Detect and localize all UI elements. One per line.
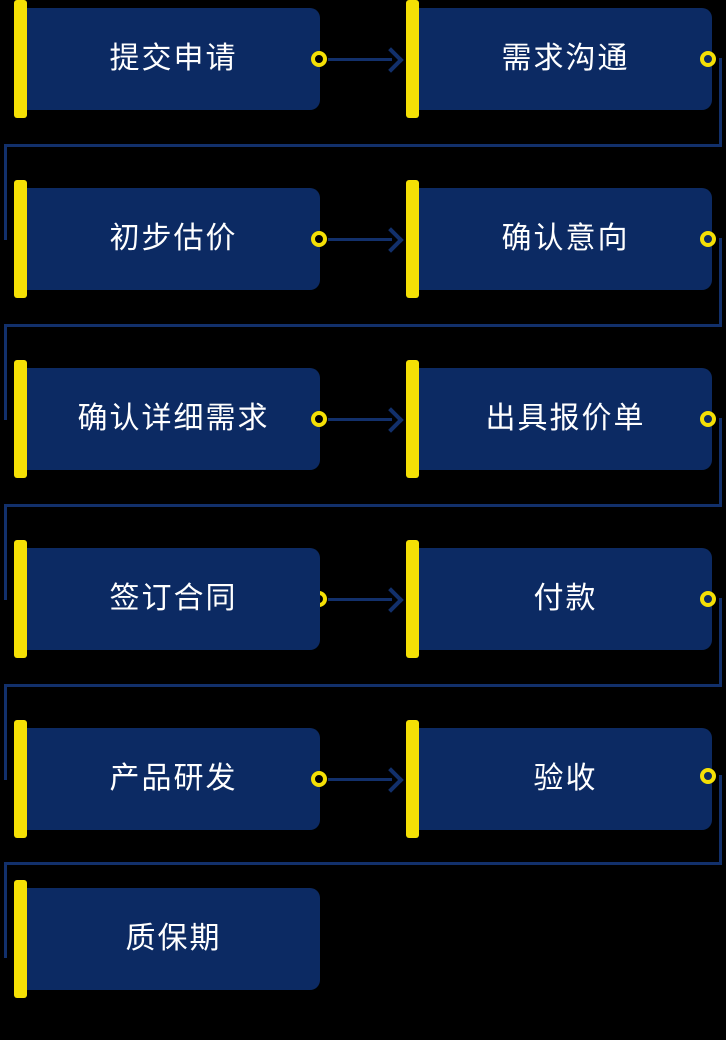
accent-bar-icon: [406, 720, 419, 838]
connector-ring-icon: [700, 591, 716, 607]
wrap-connector-vertical-right: [719, 418, 722, 506]
flow-row-2: 初步估价 确认意向: [0, 180, 726, 340]
flow-node-submit-application[interactable]: 提交申请: [14, 0, 320, 118]
connector-ring-icon: [311, 411, 327, 427]
node-label: 确认详细需求: [77, 402, 270, 435]
node-label: 产品研发: [109, 762, 238, 795]
accent-bar-icon: [14, 880, 27, 998]
wrap-connector-vertical-left: [4, 144, 7, 240]
accent-bar-icon: [406, 360, 419, 478]
arrow-head-icon: [378, 767, 404, 793]
accent-bar-icon: [14, 180, 27, 298]
connector-ring-icon: [700, 51, 716, 67]
flow-row-1: 提交申请 需求沟通: [0, 0, 726, 160]
node-body: 确认意向: [419, 188, 712, 290]
accent-bar-icon: [14, 360, 27, 478]
accent-bar-icon: [14, 720, 27, 838]
flow-row-3: 确认详细需求 出具报价单: [0, 360, 726, 520]
flow-node-preliminary-quote[interactable]: 初步估价: [14, 180, 320, 298]
accent-bar-icon: [14, 0, 27, 118]
node-body: 初步估价: [27, 188, 320, 290]
node-body: 确认详细需求: [27, 368, 320, 470]
node-label: 初步估价: [109, 222, 238, 255]
node-label: 付款: [533, 582, 598, 615]
connector-ring-icon: [311, 231, 327, 247]
connector-ring-icon: [311, 771, 327, 787]
wrap-connector-vertical-right: [719, 775, 722, 864]
wrap-connector-vertical-right: [719, 238, 722, 326]
wrap-connector-vertical-left: [4, 504, 7, 600]
connector-ring-icon: [700, 231, 716, 247]
node-label: 出具报价单: [485, 402, 646, 435]
wrap-connector-horizontal: [4, 324, 722, 327]
node-label: 确认意向: [501, 222, 630, 255]
flow-row-5: 产品研发 验收: [0, 720, 726, 880]
node-label: 签订合同: [109, 582, 238, 615]
wrap-connector-vertical-right: [719, 598, 722, 686]
wrap-connector-vertical-left: [4, 324, 7, 420]
accent-bar-icon: [406, 540, 419, 658]
node-body: 提交申请: [27, 8, 320, 110]
flow-node-acceptance[interactable]: 验收: [406, 720, 712, 838]
flow-node-confirm-intention[interactable]: 确认意向: [406, 180, 712, 298]
arrow-shaft: [328, 418, 392, 421]
flow-node-confirm-detailed-requirements[interactable]: 确认详细需求: [14, 360, 320, 478]
flow-row-6: 质保期: [0, 880, 726, 1040]
flowchart-canvas: 提交申请 需求沟通 初步估价 确认意向: [0, 0, 726, 998]
wrap-connector-vertical-left: [4, 862, 7, 958]
flow-node-issue-quotation[interactable]: 出具报价单: [406, 360, 712, 478]
wrap-connector-horizontal: [4, 144, 722, 147]
arrow-head-icon: [378, 47, 404, 73]
node-body: 需求沟通: [419, 8, 712, 110]
wrap-connector-horizontal: [4, 684, 722, 687]
arrow-shaft: [328, 58, 392, 61]
node-body: 验收: [419, 728, 712, 830]
node-label: 验收: [533, 762, 598, 795]
arrow-shaft: [328, 238, 392, 241]
arrow-head-icon: [378, 587, 404, 613]
node-body: 签订合同: [27, 548, 320, 650]
connector-ring-icon: [311, 51, 327, 67]
arrow-head-icon: [378, 407, 404, 433]
flow-row-4: 签订合同 付款: [0, 540, 726, 700]
node-body: 产品研发: [27, 728, 320, 830]
flow-node-requirement-communication[interactable]: 需求沟通: [406, 0, 712, 118]
wrap-connector-vertical-left: [4, 684, 7, 780]
arrow-head-icon: [378, 227, 404, 253]
accent-bar-icon: [406, 0, 419, 118]
accent-bar-icon: [14, 540, 27, 658]
wrap-connector-vertical-right: [719, 58, 722, 146]
flow-node-payment[interactable]: 付款: [406, 540, 712, 658]
arrow-shaft: [328, 598, 392, 601]
node-label: 质保期: [125, 922, 222, 955]
flow-node-sign-contract[interactable]: 签订合同: [14, 540, 320, 658]
wrap-connector-horizontal: [4, 862, 722, 865]
flow-node-product-development[interactable]: 产品研发: [14, 720, 320, 838]
flow-node-warranty-period[interactable]: 质保期: [14, 880, 320, 998]
node-label: 需求沟通: [501, 42, 630, 75]
node-body: 质保期: [27, 888, 320, 990]
node-body: 付款: [419, 548, 712, 650]
accent-bar-icon: [406, 180, 419, 298]
arrow-shaft: [328, 778, 392, 781]
node-body: 出具报价单: [419, 368, 712, 470]
connector-ring-icon: [700, 768, 716, 784]
connector-ring-icon: [700, 411, 716, 427]
node-label: 提交申请: [109, 42, 238, 75]
wrap-connector-horizontal: [4, 504, 722, 507]
